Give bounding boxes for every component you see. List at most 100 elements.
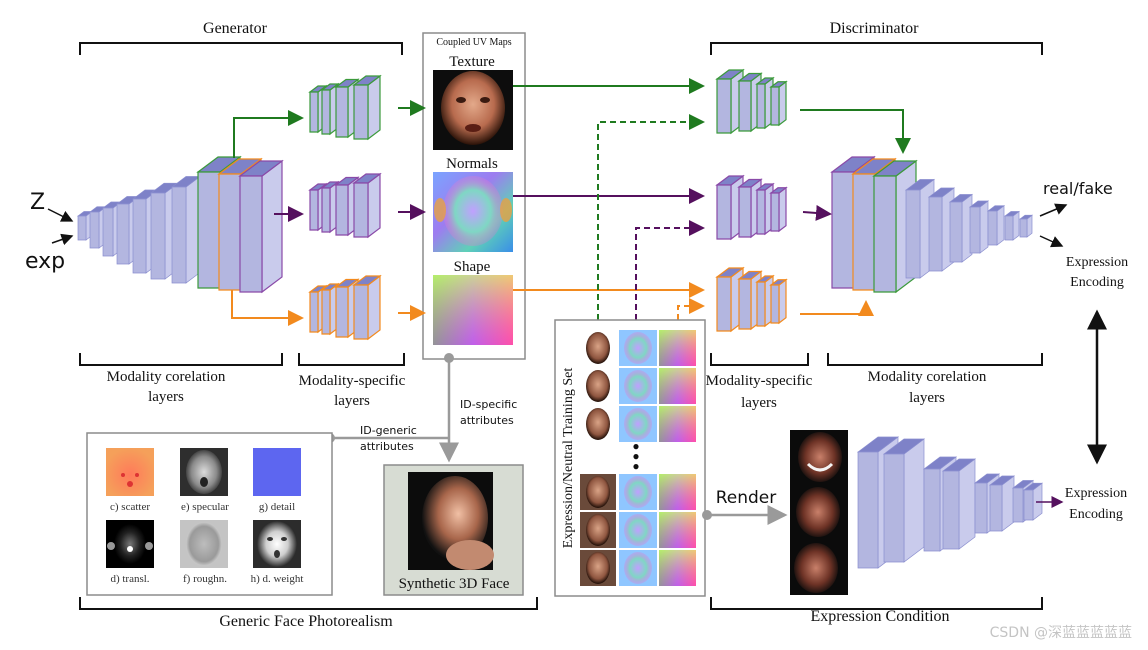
real-fake-arrow (1039, 203, 1068, 217)
disc-trunk-layer-2 (948, 193, 974, 263)
synthetic-face-image (408, 472, 494, 570)
disc-green-spec-3 (769, 80, 788, 127)
disc-purple-merge (802, 204, 832, 221)
training-dot-3: ● (632, 459, 639, 473)
disc-specific-label-1: Modality-specific (706, 373, 813, 389)
generic-photorealism-label: Generic Face Photorealism (219, 613, 393, 630)
texture-map-image (433, 70, 513, 150)
gen-green-spec-1 (320, 82, 340, 136)
map-scatter-image (106, 448, 154, 496)
gen-corelation-label-1: Modality corelation (107, 369, 226, 385)
disc-specific-label-2: layers (741, 395, 777, 411)
map-detail-image (253, 448, 301, 496)
train-shape-tint-0 (659, 330, 696, 366)
expression-encoder-layers (856, 436, 1044, 569)
generator-specific-layers (308, 74, 382, 341)
discriminator-bracket (710, 42, 1043, 55)
id-generic-label-2: attributes (360, 440, 414, 453)
map-translucency-image (106, 520, 154, 568)
disc-expression-label-1: Expression (1066, 255, 1128, 270)
train-normals-face-3 (624, 476, 652, 508)
watermark: CSDN @深蓝蓝蓝蓝蓝 (990, 625, 1132, 641)
generic-photorealism-bracket (79, 597, 538, 610)
map-detail-label: g) detail (259, 501, 295, 513)
shape-label: Shape (454, 259, 491, 275)
training-dot-1: ● (632, 439, 639, 453)
map-translucency-label: d) transl. (110, 573, 149, 585)
input-exp: exp (25, 249, 65, 274)
disc-specific-bracket (710, 353, 809, 366)
disc-purple-spec-3 (769, 186, 788, 233)
gen-specific-label-2: layers (334, 393, 370, 409)
map-specular-image (180, 448, 228, 496)
training-dot-2: ● (632, 449, 639, 463)
train-texture-dashed (597, 114, 705, 330)
map-specular-label: e) specular (181, 501, 229, 513)
generator-title: Generator (203, 20, 268, 37)
exp-arrow (51, 233, 74, 246)
discriminator-corelation-layers (830, 155, 1034, 294)
map-roughness-image (180, 520, 228, 568)
generator-bracket (79, 42, 403, 55)
disc-green-merge (800, 109, 911, 154)
expr-encoding-label-1: Expression (1065, 486, 1127, 501)
gen-specific-bracket (298, 353, 405, 366)
id-generic-label-1: ID-generic (360, 424, 417, 437)
normals-map-image (433, 172, 513, 252)
gen-orange-branch (231, 290, 304, 326)
map-dweight-image (253, 520, 301, 568)
expression-condition-label: Expression Condition (810, 608, 949, 625)
disc-corelation-bracket (827, 353, 1043, 366)
uv-maps-title: Coupled UV Maps (436, 37, 511, 48)
gen-trunk-layer-6 (170, 175, 202, 284)
texture-label: Texture (449, 54, 495, 70)
train-texture-face-2 (586, 408, 610, 440)
train-shape-tint-3 (659, 474, 696, 510)
render-label: Render (716, 488, 777, 508)
real-fake-label: real/fake (1043, 179, 1113, 198)
train-texture-face-1 (586, 370, 610, 402)
expr-encoding-label-2: Encoding (1069, 507, 1123, 522)
map-dweight-label: h) d. weight (251, 573, 304, 585)
expr-enc-layer-1 (882, 438, 926, 563)
disc-orange-spec-3 (769, 278, 788, 325)
gen-corelation-label-2: layers (148, 389, 184, 405)
id-specific-label-1: ID-specific (460, 398, 517, 411)
shape-map-image (433, 275, 513, 345)
train-shape-tint-1 (659, 368, 696, 404)
train-shape-tint-2 (659, 406, 696, 442)
disc-corelation-label-2: layers (909, 390, 945, 406)
train-texture-face-5 (586, 552, 610, 584)
disc-orange-merge (800, 300, 874, 316)
disc-trunk-layer-4 (986, 205, 1006, 246)
gen-specific-label-1: Modality-specific (299, 373, 406, 389)
gen-green-spec-3 (352, 74, 382, 141)
gen-green-branch (233, 110, 304, 158)
train-texture-face-3 (586, 476, 610, 508)
expression-condition-bracket (710, 597, 1043, 610)
train-texture-face-4 (586, 514, 610, 546)
training-set-images (580, 330, 696, 586)
gen-corelation-bracket (79, 353, 283, 366)
map-scatter-label: c) scatter (110, 501, 150, 513)
disc-trunk-layer-6 (1018, 214, 1034, 238)
discriminator-specific-layers (715, 68, 788, 333)
disc-corelation-label-1: Modality corelation (868, 369, 987, 385)
disc-trunk-layer-3 (968, 200, 990, 254)
train-shape-tint-4 (659, 512, 696, 548)
train-normals-face-5 (624, 552, 652, 584)
train-normals-face-4 (624, 514, 652, 546)
train-shape-dashed (677, 298, 705, 320)
training-set-label: Expression/Neutral Training Set (561, 368, 576, 549)
train-normals-face-0 (624, 332, 652, 364)
train-texture-face-0 (586, 332, 610, 364)
discriminator-title: Discriminator (830, 20, 920, 37)
train-shape-tint-5 (659, 550, 696, 586)
disc-green-spec-0 (715, 68, 745, 135)
train-normals-dashed (635, 220, 705, 330)
expr-enc-layer-5 (988, 475, 1016, 532)
gen-orange-spec-3 (352, 274, 382, 341)
generator-corelation-layers (76, 155, 284, 294)
train-normals-face-2 (624, 408, 652, 440)
